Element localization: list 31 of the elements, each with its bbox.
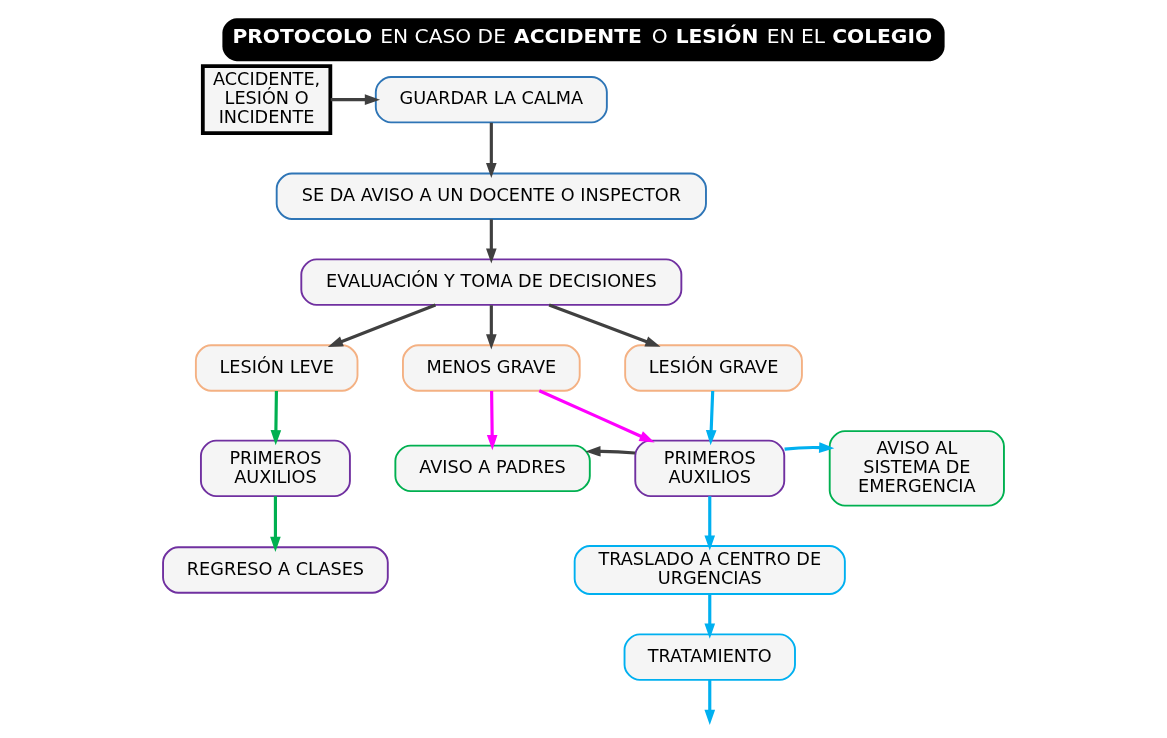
node-box: PRIMEROS AUXILIOS — [200, 439, 351, 498]
arrow — [704, 680, 716, 726]
arrow — [705, 390, 717, 446]
arrow — [548, 303, 661, 347]
arrow — [704, 496, 716, 551]
node-box: LESIÓN GRAVE — [624, 344, 803, 392]
node-box: MENOS GRAVE — [402, 344, 581, 392]
arrow — [538, 389, 655, 443]
arrow — [486, 122, 497, 179]
node-box: AVISO AL SISTEMA DE EMERGENCIA — [828, 430, 1005, 507]
node-box: REGRESO A CLASES — [162, 546, 389, 594]
node-box: TRASLADO A CENTRO DE URGENCIAS — [573, 545, 846, 595]
node-box: AVISO A PADRES — [394, 444, 591, 493]
arrow — [486, 219, 497, 264]
node-box: TRATAMIENTO — [623, 633, 796, 681]
node-box: EVALUACIÓN Y TOMA DE DECISIONES — [300, 258, 683, 306]
arrow — [486, 390, 498, 451]
arrow — [486, 305, 497, 350]
arrow — [327, 303, 437, 347]
arrow — [585, 446, 636, 457]
arrow — [704, 594, 716, 639]
arrow — [270, 496, 281, 552]
node-box: SE DA AVISO A UN DOCENTE O INSPECTOR — [275, 172, 707, 220]
node-box: LESIÓN LEVE — [194, 344, 359, 392]
arrow — [270, 390, 282, 446]
node-box: ACCIDENTE, LESIÓN O INCIDENTE — [200, 64, 333, 136]
diagram-title: PROTOCOLO EN CASO DE ACCIDENTE O LESIÓN EN EL COLEGIO — [232, 24, 933, 49]
arrow — [784, 442, 835, 453]
node-box: GUARDAR LA CALMA — [374, 76, 608, 124]
node-box: PRIMEROS AUXILIOS — [634, 439, 786, 498]
arrow — [330, 94, 380, 105]
